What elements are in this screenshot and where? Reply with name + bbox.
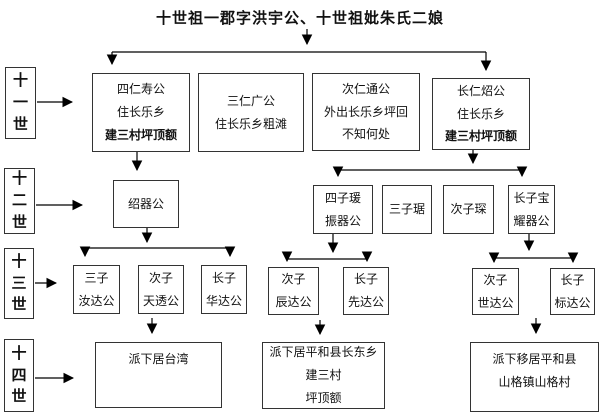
node-line: 天透公 <box>142 293 179 308</box>
node-shaoqi-gong: 绍器公 <box>113 180 179 228</box>
node-line: 汝达公 <box>78 293 115 308</box>
node-line: 华达公 <box>205 293 242 308</box>
node-line: 不知何处 <box>341 127 390 142</box>
node-line: 住长乐乡 <box>116 105 165 120</box>
node-line: 住长乐乡粗滩 <box>214 116 287 131</box>
node-cizi-chenda-gong: 次子 辰达公 <box>268 267 319 315</box>
node-line: 长子 <box>560 272 585 287</box>
node-line: 耀器公 <box>513 213 550 228</box>
node-line: 振器公 <box>324 213 361 228</box>
node-line: 长子 <box>353 272 378 287</box>
node-line: 标达公 <box>554 295 591 310</box>
generation-label-14: 十四世 <box>4 339 34 412</box>
node-changren-zhao-gong: 长仁炤公 住长乐乡 建三村坪顶额 <box>432 78 530 150</box>
node-sanzi-ruda-gong: 三子 汝达公 <box>73 265 120 314</box>
node-line: 三子 <box>84 270 109 285</box>
node-line: 四子瑗 <box>324 190 361 205</box>
node-line: 建三村 <box>305 368 342 383</box>
node-siren-shou-gong: 四仁寿公 住长乐乡 建三村坪顶额 <box>92 73 190 152</box>
node-line: 长子 <box>211 270 236 285</box>
node-line: 次仁通公 <box>341 81 390 96</box>
node-line: 次子 <box>281 272 306 287</box>
node-ciren-tong-gong: 次仁通公 外出长乐乡坪回 不知何处 <box>312 73 420 151</box>
node-line: 先达公 <box>347 295 384 309</box>
node-line: 次子 <box>148 270 173 285</box>
node-line: 坪顶额 <box>305 390 342 405</box>
node-cizi-shida-gong: 次子 世达公 <box>472 268 519 315</box>
node-line: 绍器公 <box>127 196 164 211</box>
node-sanzi-ju: 三子琚 <box>382 185 432 234</box>
node-taiwan-descendants: 派下居台湾 <box>95 342 222 408</box>
node-changzi-xianda-gong: 长子 先达公 <box>343 267 389 315</box>
node-line: 外出长乐乡坪回 <box>323 104 408 119</box>
node-line: 派下居平和县长东乡 <box>269 345 378 360</box>
node-cizi-chen: 次子琛 <box>443 185 494 234</box>
node-line: 次子琛 <box>450 202 487 217</box>
node-line: 建三村坪顶额 <box>104 127 177 142</box>
node-line: 建三村坪顶额 <box>444 129 517 144</box>
node-sanren-guang-gong: 三仁广公 住长乐乡粗滩 <box>198 73 304 152</box>
node-line: 住长乐乡 <box>456 106 505 121</box>
diagram-title: 十世祖一郡字洪宇公、十世祖妣朱氏二娘 <box>155 9 444 27</box>
generation-label-12: 十二世 <box>4 168 35 234</box>
node-line: 世达公 <box>477 295 514 310</box>
node-line: 辰达公 <box>275 295 312 309</box>
node-changzi-bao-yaoqi-gong: 长子宝 耀器公 <box>508 185 555 234</box>
node-pinghe-shange-descendants: 派下移居平和县 山格镇山格村 <box>470 342 599 412</box>
node-line: 三仁广公 <box>226 93 275 108</box>
node-line: 四仁寿公 <box>116 82 165 97</box>
node-changzi-huada-gong: 长子 华达公 <box>201 265 247 314</box>
node-line: 长子宝 <box>513 190 550 205</box>
generation-label-11: 十一世 <box>5 67 36 139</box>
node-line: 长仁炤公 <box>456 83 505 98</box>
generation-label-13: 十三世 <box>4 248 34 319</box>
node-cizi-tiantou-gong: 次子 天透公 <box>138 265 184 314</box>
node-changzi-biaoda-gong: 长子 标达公 <box>550 268 595 315</box>
node-sizi-yuan-zhenqi-gong: 四子瑗 振器公 <box>313 185 373 234</box>
node-pinghe-changdong-descendants: 派下居平和县长东乡 建三村 坪顶额 <box>262 342 385 409</box>
node-line: 三子琚 <box>388 202 425 217</box>
node-line: 派下移居平和县 <box>492 352 577 366</box>
node-line: 派下居台湾 <box>128 352 189 366</box>
node-line: 次子 <box>483 272 508 287</box>
node-line: 山格镇山格村 <box>498 374 571 389</box>
